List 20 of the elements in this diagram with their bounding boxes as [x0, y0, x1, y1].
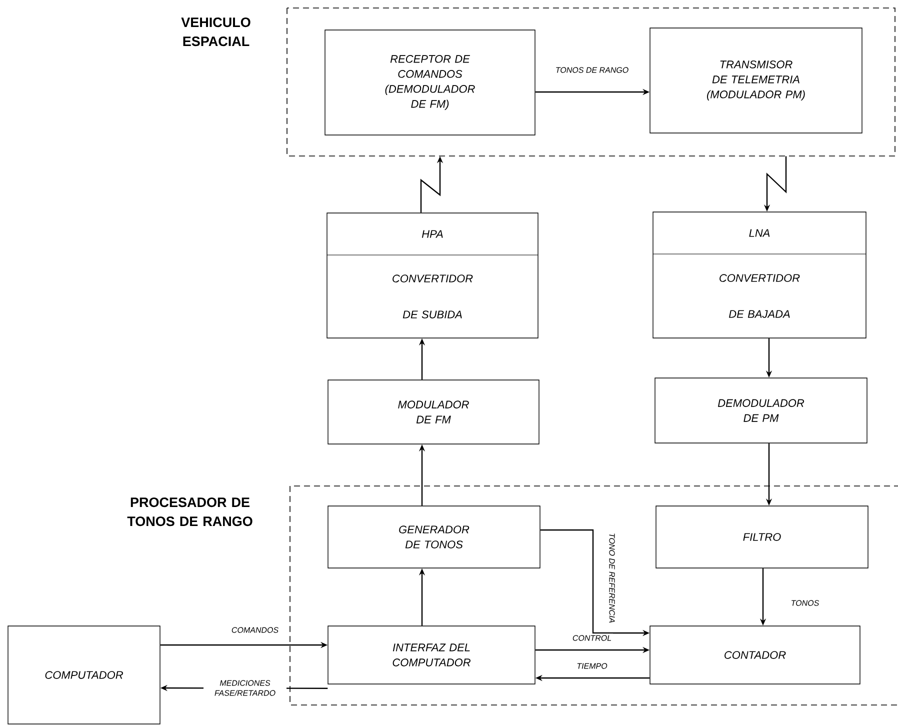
- edge-label: TONOS: [789, 598, 821, 608]
- block-box: MODULADOR DE FM: [328, 380, 540, 444]
- block-box: DEMODULADOR DE PM: [654, 378, 868, 444]
- edge-label: TONOS DE RANGO: [554, 66, 630, 74]
- block-box: CONTADOR: [650, 626, 860, 684]
- edge-label: TIEMPO: [575, 662, 609, 670]
- block-box: RECEPTOR DE COMANDOS (DEMODULADOR DE FM): [324, 30, 536, 136]
- edge-label: COMANDOS: [230, 626, 280, 634]
- block-box: HPA CONVERTIDOR DE SUBIDA: [326, 212, 538, 338]
- edge-label: TONO DE REFERENCIA: [608, 531, 616, 625]
- edge-label: MEDICIONES FASE/RETARDO: [204, 678, 286, 698]
- block-box: FILTRO: [656, 506, 868, 568]
- block-box: GENERADOR DE TONOS: [328, 506, 540, 568]
- group-heading: PROCESADOR DE TONOS DE RANGO: [127, 498, 252, 526]
- block-box: COMPUTADOR: [8, 626, 160, 724]
- block-box: TRANSMISOR DE TELEMETRIA (MODULADOR PM): [650, 28, 862, 134]
- block-box: INTERFAZ DEL COMPUTADOR: [328, 626, 536, 684]
- group-heading: VEHICULO ESPACIAL: [181, 18, 250, 46]
- edge-label: CONTROL: [570, 634, 614, 642]
- block-box: LNA CONVERTIDOR DE BAJADA: [652, 212, 866, 338]
